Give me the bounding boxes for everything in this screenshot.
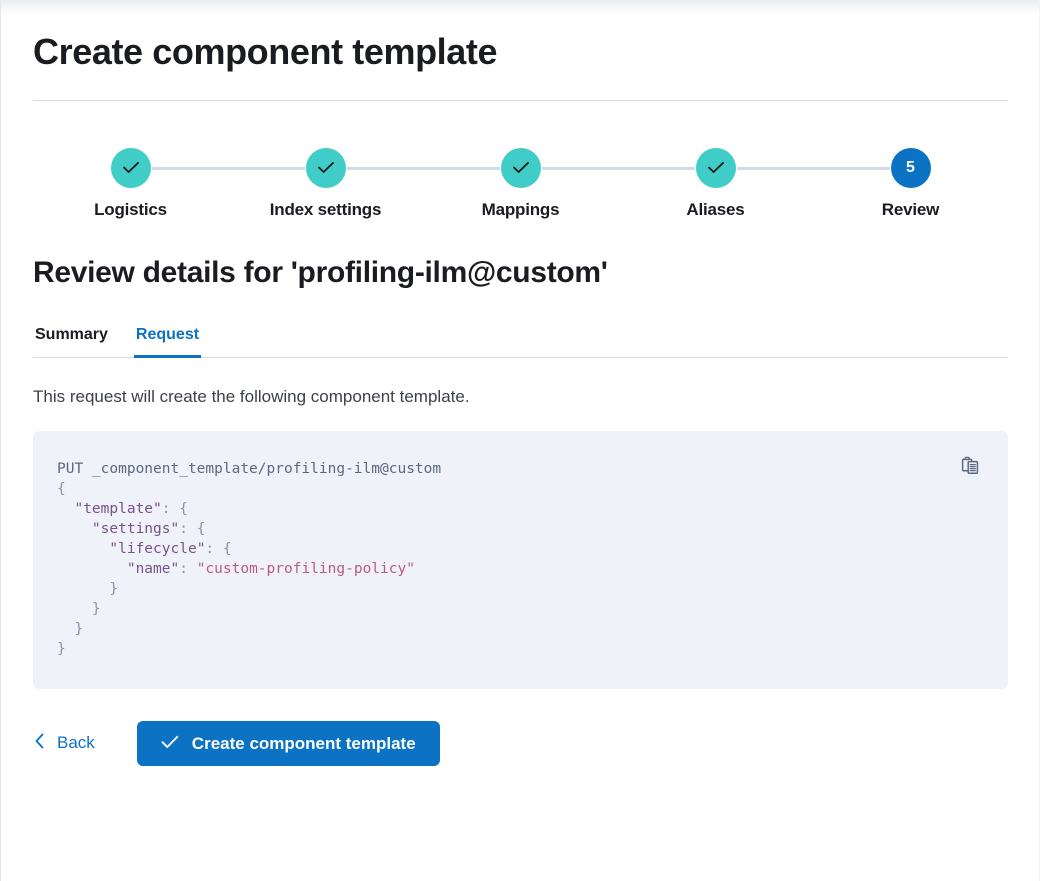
create-button-label: Create component template <box>191 733 416 753</box>
stepper-circle-complete <box>500 148 541 189</box>
code-token: "settings" <box>91 520 180 537</box>
stepper-step-number: 5 <box>906 159 915 177</box>
copy-to-clipboard-button[interactable] <box>958 455 984 481</box>
code-token: } <box>57 640 66 657</box>
code-token: PUT _component_template/profiling-ilm@cu… <box>57 460 442 477</box>
check-icon <box>512 161 530 175</box>
tab-request[interactable]: Request <box>133 320 202 359</box>
code-token: : { <box>161 500 188 517</box>
request-description: This request will create the following c… <box>33 387 470 407</box>
wizard-actions: Back Create component template <box>33 720 1008 766</box>
request-code-block: PUT _component_template/profiling-ilm@cu… <box>33 430 1008 689</box>
chevron-left-icon <box>33 732 46 755</box>
code-token: } <box>57 580 119 597</box>
stepper-step-label: Index settings <box>269 200 382 220</box>
check-icon <box>122 161 140 175</box>
code-token: "template" <box>74 500 162 517</box>
back-button-label: Back <box>57 733 95 753</box>
code-token <box>57 501 74 517</box>
stepper-step-label: Aliases <box>686 200 745 220</box>
check-icon <box>317 161 335 175</box>
code-token: } <box>57 600 101 617</box>
stepper-circle-current: 5 <box>890 148 931 189</box>
code-token: "custom-profiling-policy" <box>196 560 415 577</box>
back-button[interactable]: Back <box>33 732 95 755</box>
stepper-step-index-settings[interactable]: Index settings <box>228 148 423 220</box>
code-token: "name" <box>126 560 180 577</box>
review-heading: Review details for 'profiling-ilm@custom… <box>33 256 608 290</box>
stepper-connector-left <box>618 167 695 171</box>
stepper-connector-left <box>423 167 500 171</box>
stepper-step-label: Mappings <box>481 200 560 220</box>
check-icon <box>707 161 725 175</box>
stepper-connector-right <box>346 167 423 171</box>
header-divider <box>33 100 1008 102</box>
stepper-connector-left <box>813 167 890 171</box>
code-token <box>57 521 92 537</box>
stepper-connector-right <box>541 167 618 171</box>
page-title: Create component template <box>33 31 498 72</box>
stepper-connector-right <box>736 167 813 171</box>
stepper-circle-complete <box>305 148 346 189</box>
code-token <box>57 541 109 557</box>
tab-summary[interactable]: Summary <box>33 320 110 358</box>
create-component-template-button[interactable]: Create component template <box>136 720 440 766</box>
stepper-step-label: Review <box>881 200 940 220</box>
stepper-step-mappings[interactable]: Mappings <box>423 148 618 220</box>
review-tabs: Summary Request <box>33 320 1008 359</box>
stepper-step-label: Logistics <box>94 200 167 220</box>
stepper-circle-complete <box>110 148 151 189</box>
code-token: : { <box>179 520 206 537</box>
copy-clipboard-icon <box>961 456 981 479</box>
check-icon <box>161 735 179 752</box>
code-token: { <box>57 480 66 497</box>
code-token: "lifecycle" <box>109 540 206 557</box>
stepper-connector-left <box>228 167 305 171</box>
code-token: : { <box>205 540 232 557</box>
panel-content: Create component template Logistics Index… <box>1 0 1040 766</box>
stepper-circle-complete <box>695 148 736 189</box>
code-token: : <box>179 560 197 577</box>
stepper-step-logistics[interactable]: Logistics <box>33 148 228 220</box>
request-code-text: PUT _component_template/profiling-ilm@cu… <box>57 459 984 659</box>
stepper-connector-right <box>151 167 228 171</box>
code-token <box>57 561 127 577</box>
stepper-step-aliases[interactable]: Aliases <box>618 148 813 220</box>
code-token: } <box>57 620 84 637</box>
